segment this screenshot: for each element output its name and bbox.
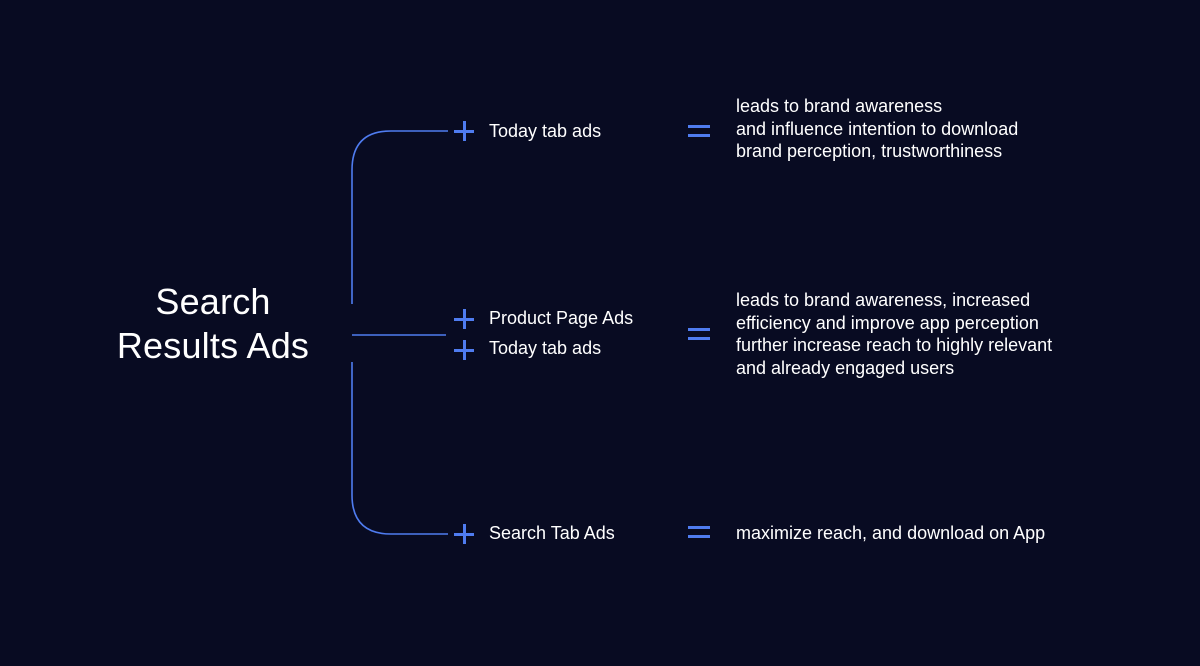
branch-2-result: leads to brand awareness, increased effi… xyxy=(736,289,1052,379)
bottom-connector xyxy=(351,362,448,535)
plus-icon xyxy=(454,340,474,360)
equals-icon xyxy=(688,326,710,342)
branch-3-result-line-1: maximize reach, and download on App xyxy=(736,523,1046,543)
branch-1-result-line-1: leads to brand awareness xyxy=(736,96,943,116)
root-title-line-1: Search xyxy=(155,281,271,322)
branch-1-input-1: Today tab ads xyxy=(489,121,602,141)
branch-2-result-line-4: and already engaged users xyxy=(736,357,955,378)
branch-2-input-1: Product Page Ads xyxy=(489,308,634,328)
root-title: Search Results Ads xyxy=(88,280,338,368)
branch-3-result: maximize reach, and download on App xyxy=(736,522,1045,545)
equals-icon xyxy=(688,524,710,540)
branch-3-input-1: Search Tab Ads xyxy=(489,523,615,543)
branch-1-result-line-3: brand perception, trustworthiness xyxy=(736,141,1003,161)
branch-2-result-line-1: leads to brand awareness, increased xyxy=(736,290,1031,310)
branch-2-result-line-2: efficiency and improve app perception xyxy=(736,312,1039,333)
plus-icon xyxy=(454,121,474,141)
plus-icon xyxy=(454,309,474,329)
branch-2-result-line-3: further increase reach to highly relevan… xyxy=(736,335,1053,355)
root-title-line-2: Results Ads xyxy=(116,325,310,366)
equals-icon xyxy=(688,123,710,139)
branch-1-result-line-2: and influence intention to download xyxy=(736,118,1019,139)
top-connector xyxy=(351,130,448,304)
branch-1-result: leads to brand awareness and influence i… xyxy=(736,95,1018,163)
branch-2-input-2: Today tab ads xyxy=(489,338,602,358)
plus-icon xyxy=(454,524,474,544)
